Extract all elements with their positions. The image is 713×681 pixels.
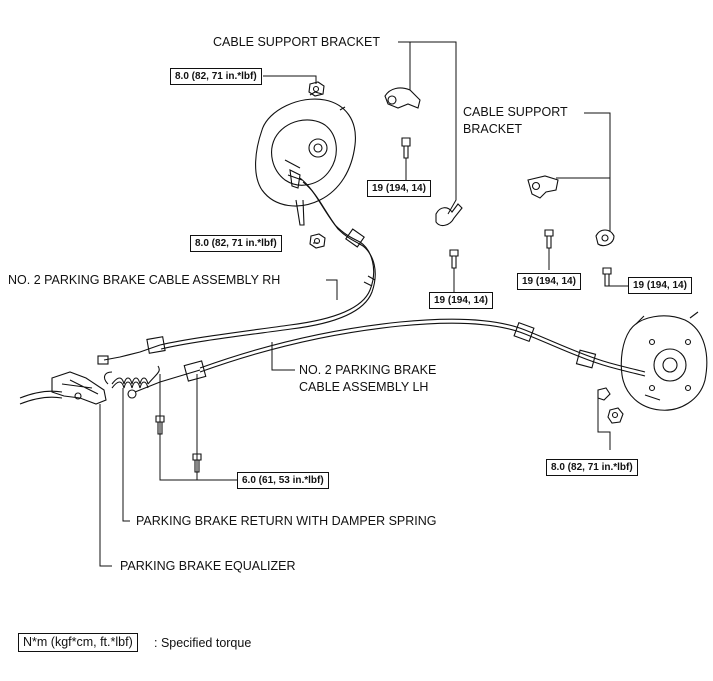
label-cable-support-bracket-right-2: BRACKET (463, 122, 523, 136)
legend-description: : Specified torque (154, 636, 252, 650)
right-knuckle (620, 311, 708, 411)
return-spring (103, 365, 160, 389)
torque-bracket-bolt-a: 19 (194, 14) (367, 180, 431, 197)
legend-unit-box: N*m (kgf*cm, ft.*lbf) (18, 633, 138, 652)
label-cable-rh: NO. 2 PARKING BRAKE CABLE ASSEMBLY RH (8, 273, 281, 287)
label-cable-support-bracket-right-1: CABLE SUPPORT (463, 105, 568, 119)
nut-mid-left (309, 233, 326, 249)
cable-support-bracket-right (527, 175, 615, 287)
label-return-spring: PARKING BRAKE RETURN WITH DAMPER SPRING (136, 514, 437, 528)
label-cable-lh-2: CABLE ASSEMBLY LH (299, 380, 429, 394)
torque-bracket-bolt-d: 19 (194, 14) (628, 277, 692, 294)
torque-center-bolts: 6.0 (61, 53 in.*lbf) (237, 472, 329, 489)
nut-top-left (308, 81, 325, 97)
nut-right (597, 387, 624, 424)
parking-brake-equalizer (19, 371, 107, 405)
cable-support-bracket-top (384, 87, 421, 159)
torque-bracket-bolt-b: 19 (194, 14) (429, 292, 493, 309)
cable-rh (97, 177, 376, 365)
label-equalizer: PARKING BRAKE EQUALIZER (120, 559, 296, 573)
label-cable-lh-1: NO. 2 PARKING BRAKE (299, 363, 437, 377)
label-cable-support-bracket-top: CABLE SUPPORT BRACKET (213, 35, 380, 49)
torque-bracket-bolt-c: 19 (194, 14) (517, 273, 581, 290)
left-backing-plate (255, 91, 356, 226)
cable-lh (127, 318, 646, 399)
cable-clip-center (435, 203, 463, 269)
torque-right-nut: 8.0 (82, 71 in.*lbf) (546, 459, 638, 476)
torque-mid-left: 8.0 (82, 71 in.*lbf) (190, 235, 282, 252)
torque-top-left: 8.0 (82, 71 in.*lbf) (170, 68, 262, 85)
